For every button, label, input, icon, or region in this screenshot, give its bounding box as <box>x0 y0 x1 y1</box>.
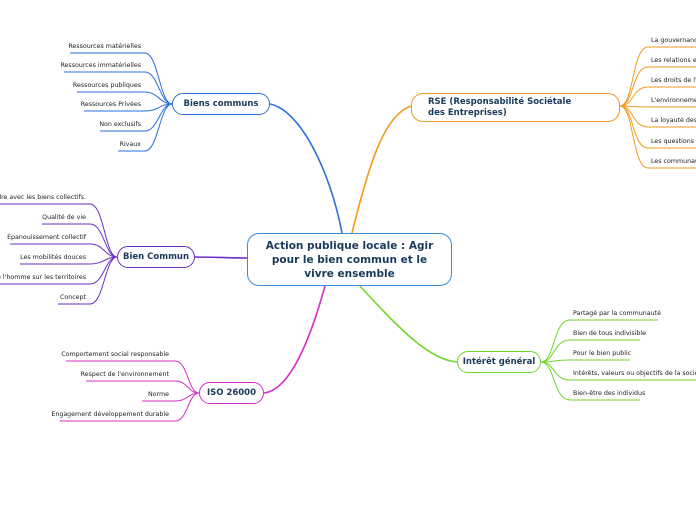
topic-interet-general-label: Intérêt général <box>462 357 536 367</box>
edges-interet <box>540 319 696 401</box>
edges-bien-commun <box>0 203 118 305</box>
leaf-rivaux[interactable]: Rivaux <box>119 141 141 148</box>
leaf-partage-communaute[interactable]: Partagé par la communauté <box>573 310 661 317</box>
edge-leaf <box>540 361 571 381</box>
edge-leaf <box>144 71 173 105</box>
topic-biens-communs[interactable]: Biens communs <box>172 93 270 115</box>
central-topic[interactable]: Action publique locale : Agir pour le bi… <box>247 233 452 286</box>
edge-leaf <box>619 86 649 107</box>
edge-leaf <box>540 361 571 401</box>
topic-bien-commun-label: Bien Commun <box>122 252 190 262</box>
leaf-engagement-dd[interactable]: Engagement développement durable <box>51 411 169 418</box>
central-topic-label: Action publique locale : Agir pour le bi… <box>265 239 434 280</box>
leaf-communautes[interactable]: Les communaut <box>651 158 696 165</box>
leaf-bien-public[interactable]: Pour le bien public <box>573 350 632 357</box>
leaf-relations[interactable]: Les relations et c <box>651 57 696 64</box>
leaf-non-exclusifs[interactable]: Non exclusifs <box>99 121 141 128</box>
leaf-bien-de-tous[interactable]: Bien de tous indivisible <box>573 330 647 337</box>
edges-rse <box>619 46 696 169</box>
edge-leaf <box>89 223 118 258</box>
edge-center-bien-commun <box>194 256 248 259</box>
leaf-epanouissement-collectif[interactable]: Epanouissement collectif <box>7 234 86 241</box>
edge-leaf <box>89 243 118 258</box>
edge-leaf <box>144 91 173 105</box>
topic-iso-26000-label: ISO 26000 <box>206 388 257 398</box>
topic-bien-commun[interactable]: Bien Commun <box>117 246 195 268</box>
topic-interet-general[interactable]: Intérêt général <box>457 351 541 373</box>
edge-leaf <box>174 360 200 394</box>
edge-leaf <box>144 103 173 152</box>
leaf-ressources-materielles[interactable]: Ressources matérielles <box>68 43 141 50</box>
leaf-ressources-privees[interactable]: Ressources Privées <box>80 101 141 108</box>
leaf-mobilites-douces[interactable]: Les mobilités douces <box>20 254 86 261</box>
leaf-ressources-immaterielles[interactable]: Ressources immatérielles <box>60 62 141 69</box>
topic-rse[interactable]: RSE (Responsabilité Sociétale des Entrep… <box>411 93 620 122</box>
edges-biens-communs <box>64 52 173 152</box>
edge-leaf <box>89 203 118 258</box>
leaf-loyaute[interactable]: La loyauté des p <box>651 117 696 124</box>
topic-rse-label: RSE (Responsabilité Sociétale des Entrep… <box>428 96 572 118</box>
leaf-gouvernance[interactable]: La gouvernance <box>651 37 696 44</box>
edge-center-biens-communs <box>269 103 343 234</box>
leaf-interets-valeurs[interactable]: Intérêts, valeurs ou objectifs de la soc… <box>573 370 696 377</box>
topic-biens-communs-label: Biens communs <box>183 99 259 109</box>
edge-leaf <box>540 319 571 363</box>
edge-leaf <box>619 105 649 169</box>
edge-leaf <box>174 392 200 422</box>
edges-iso <box>60 360 200 422</box>
leaf-droits-homme[interactable]: Les droits de l'H <box>651 77 696 84</box>
leaf-biens-collectifs[interactable]: pondre avec les biens collectifs. <box>0 194 86 201</box>
edge-leaf <box>619 66 649 107</box>
edge-leaf <box>174 380 200 394</box>
leaf-comportement-social[interactable]: Comportement social responsable <box>61 351 169 358</box>
edge-center-rse <box>351 105 412 234</box>
edge-leaf <box>144 52 173 105</box>
leaf-respect-environnement[interactable]: Respect de l'environnement <box>80 371 169 378</box>
edge-leaf <box>89 256 118 305</box>
leaf-qualite-de-vie[interactable]: Qualité de vie <box>42 214 86 221</box>
edge-leaf <box>619 46 649 107</box>
edge-center-iso <box>263 285 326 394</box>
leaf-environnement[interactable]: L'environnement <box>651 97 696 104</box>
leaf-questions[interactable]: Les questions re <box>651 138 696 145</box>
leaf-norme[interactable]: Norme <box>147 391 169 398</box>
topic-iso-26000[interactable]: ISO 26000 <box>199 382 264 404</box>
edge-center-interet <box>359 285 458 363</box>
edge-leaf <box>540 339 571 363</box>
leaf-homme-territoires[interactable]: de l'homme sur les territoires <box>0 274 86 281</box>
edge-leaf <box>619 105 649 128</box>
leaf-ressources-publiques[interactable]: Ressources publiques <box>72 82 141 89</box>
leaf-bien-etre[interactable]: Bien-être des individus <box>573 390 646 397</box>
leaf-concept[interactable]: Concept <box>59 294 86 301</box>
